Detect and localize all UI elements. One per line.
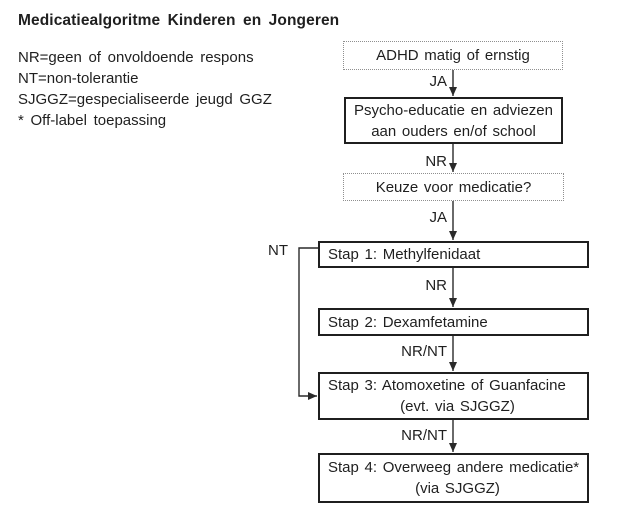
- node-keuze-medicatie: Keuze voor medicatie?: [343, 173, 564, 201]
- legend-item-nt: NT=non-tolerantie: [18, 70, 139, 87]
- node-stap3-atomoxetine: Stap 3: Atomoxetine of Guanfacine (evt. …: [318, 372, 589, 420]
- node-adhd-severity: ADHD matig of ernstig: [343, 41, 563, 70]
- node-stap2-dexamfetamine: Stap 2: Dexamfetamine: [318, 308, 589, 336]
- node-keuze-medicatie-label: Keuze voor medicatie?: [375, 178, 532, 196]
- legend: NR=geen of onvoldoende respons NT=non-to…: [18, 47, 272, 131]
- edge-label-nr-stap1: NR: [425, 277, 447, 294]
- legend-item-offlabel: * Off-label toepassing: [18, 112, 167, 129]
- edge-label-nr-psycho: NR: [425, 153, 447, 170]
- node-stap2-label: Stap 2: Dexamfetamine: [328, 313, 488, 331]
- node-psycho-educatie-line1: Psycho-educatie en adviezen: [354, 101, 553, 119]
- node-stap4-line2: (via SJGGZ): [415, 480, 500, 497]
- legend-item-nr: NR=geen of onvoldoende respons: [18, 49, 254, 66]
- node-stap4-andere-medicatie: Stap 4: Overweeg andere medicatie* (via …: [318, 453, 589, 503]
- node-stap1-label: Stap 1: Methylfenidaat: [328, 246, 481, 263]
- node-stap1-methylfenidaat: Stap 1: Methylfenidaat: [318, 241, 589, 268]
- edge-label-ja-keuze: JA: [429, 209, 447, 226]
- node-stap3-line2: (evt. via SJGGZ): [400, 398, 515, 415]
- page-title: Medicatiealgoritme Kinderen en Jongeren: [18, 12, 340, 29]
- node-psycho-educatie: Psycho-educatie en adviezen aan ouders e…: [344, 97, 563, 144]
- legend-item-sjggz: SJGGZ=gespecialiseerde jeugd GGZ: [18, 91, 272, 108]
- edge-label-nt-loop: NT: [268, 242, 288, 259]
- node-stap4-line1: Stap 4: Overweeg andere medicatie*: [328, 459, 580, 476]
- edge-label-nrnt-stap3: NR/NT: [401, 427, 447, 444]
- edge-label-ja-adhd: JA: [429, 73, 447, 90]
- node-adhd-severity-label: ADHD matig of ernstig: [376, 47, 530, 64]
- edge-stap1-to-stap3-nt-loop: [298, 247, 318, 400]
- node-psycho-educatie-line2: aan ouders en/of school: [371, 122, 536, 140]
- edge-label-nrnt-stap2: NR/NT: [401, 343, 447, 360]
- node-stap3-line1: Stap 3: Atomoxetine of Guanfacine: [328, 377, 566, 394]
